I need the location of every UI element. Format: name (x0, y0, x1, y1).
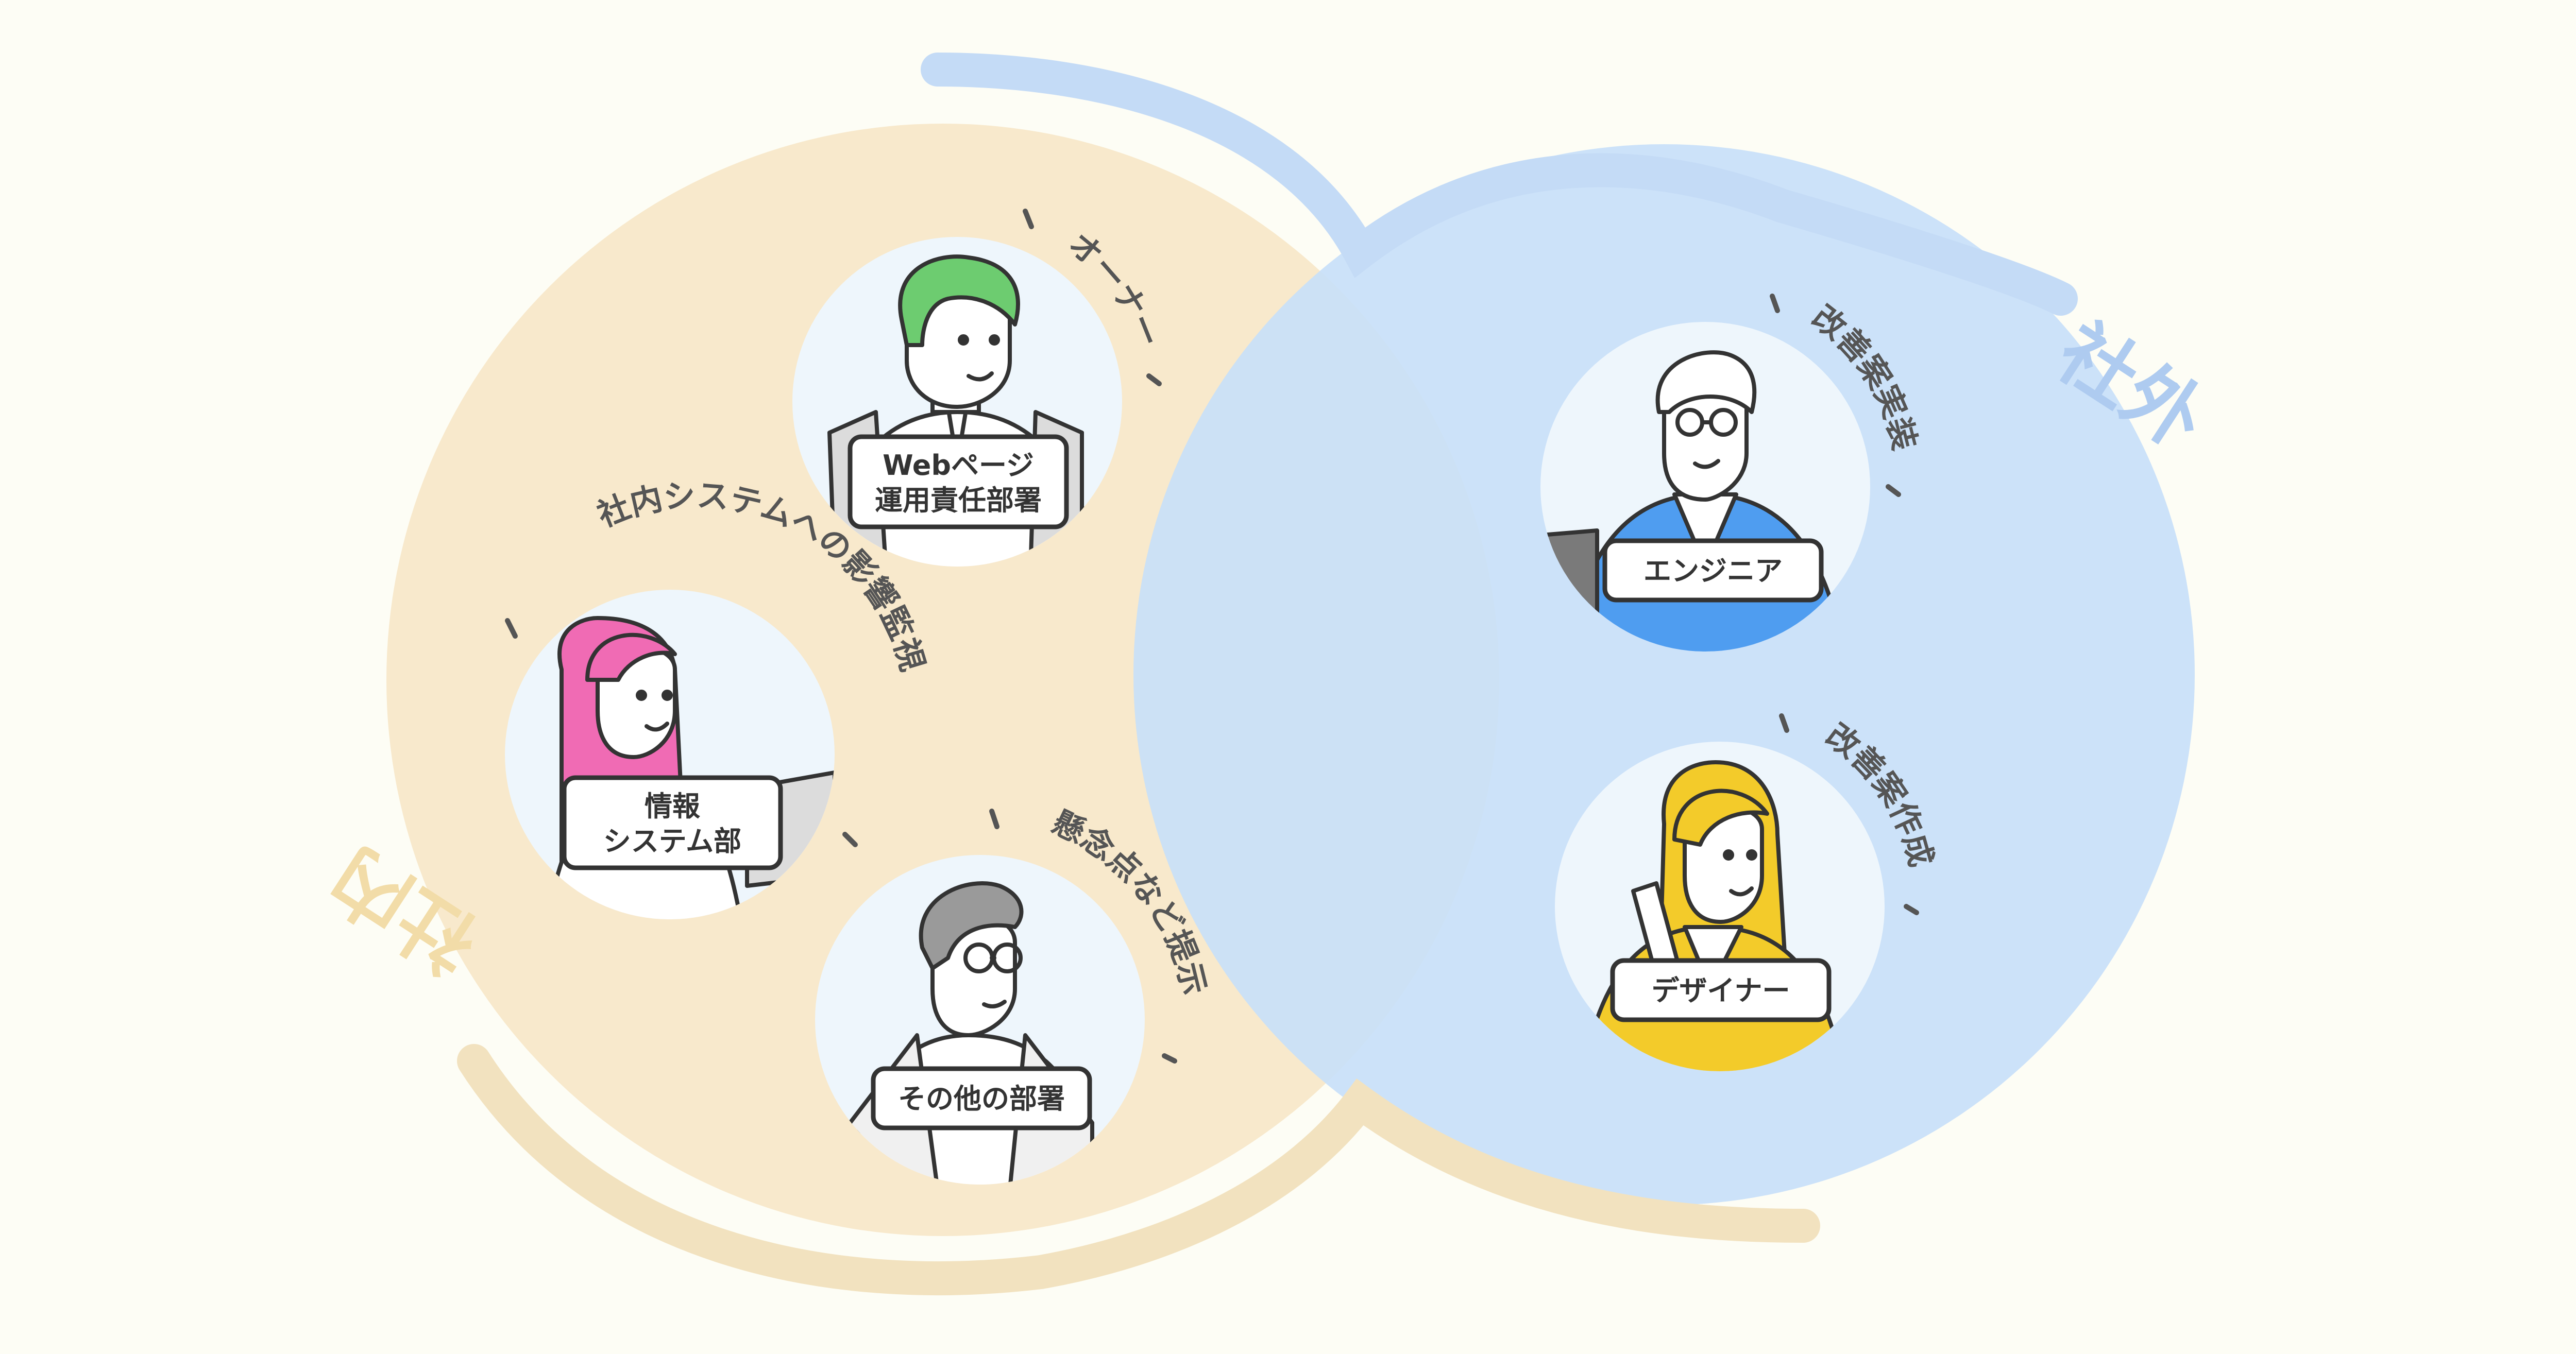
arc-tick-marks (505, 209, 1919, 1064)
engineer-name-box: エンジニア (1602, 538, 1824, 603)
external-band (921, 53, 2078, 316)
engineer-name-line-1: エンジニア (1643, 555, 1783, 587)
internal-band (457, 1044, 1820, 1296)
other-dept-name-line-1: その他の部署 (898, 1083, 1065, 1115)
other-dept-name-box: その他の部署 (871, 1066, 1092, 1130)
designer-name-line-1: デザイナー (1652, 974, 1790, 1007)
designer-name-box: デザイナー (1610, 958, 1832, 1022)
external-group-area (1133, 144, 2195, 1205)
owner-name-box: Webページ 運用責任部署 (848, 434, 1069, 529)
owner-name-line-1: Webページ (883, 449, 1034, 482)
owner-name-line-2: 運用責任部署 (875, 484, 1042, 517)
info-system-name-line-1: 情報 (645, 790, 700, 822)
info-system-name-line-2: システム部 (603, 825, 741, 858)
info-system-name-box: 情報 システム部 (562, 775, 783, 870)
